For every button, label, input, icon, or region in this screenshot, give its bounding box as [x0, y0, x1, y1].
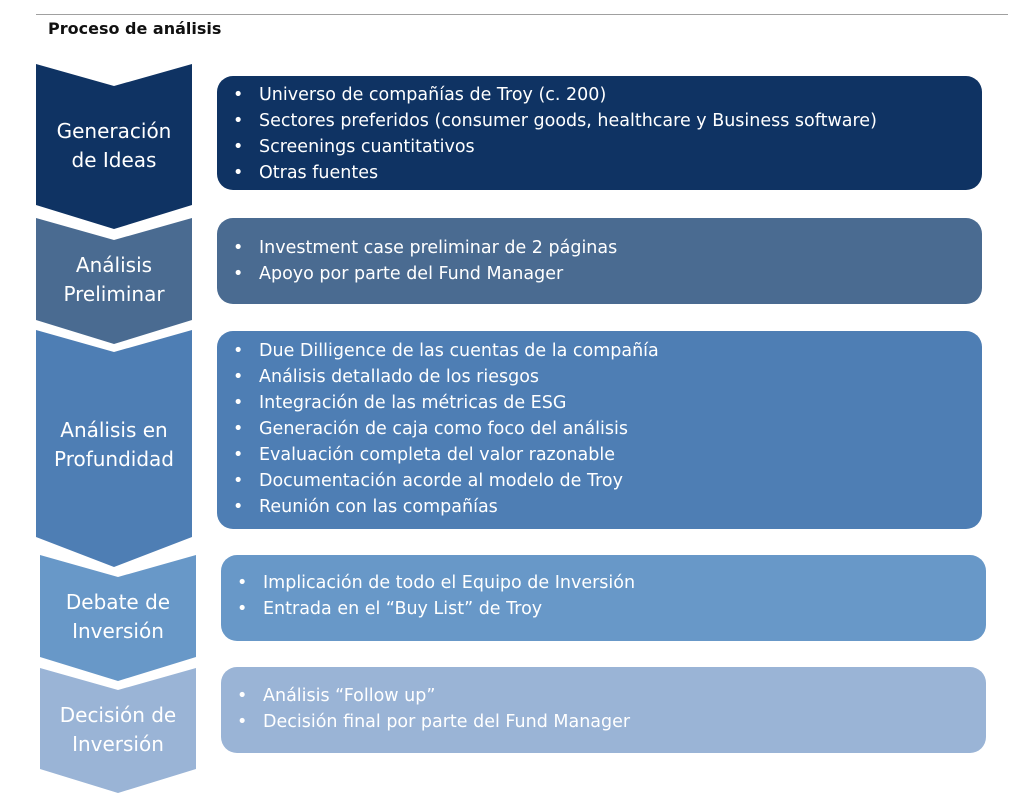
- stage-arrow-decision-inversion: [40, 668, 196, 793]
- bullet-text: Universo de compañías de Troy (c. 200): [259, 85, 607, 105]
- bullet-text: Apoyo por parte del Fund Manager: [259, 264, 564, 284]
- bullet-text: Due Dilligence de las cuentas de la comp…: [259, 341, 659, 361]
- bullet-item: • Entrada en el “Buy List” de Troy: [237, 596, 986, 622]
- bullet-item: • Otras fuentes: [233, 160, 982, 186]
- bullet-item: • Evaluación completa del valor razonable: [233, 442, 982, 468]
- bullet-dot: •: [233, 393, 244, 413]
- bullet-list: • Due Dilligence de las cuentas de la com…: [233, 338, 982, 520]
- bullet-text: Screenings cuantitativos: [259, 137, 475, 157]
- bullet-dot: •: [233, 163, 244, 183]
- stage-arrow-analisis-preliminar: [36, 218, 192, 344]
- bullet-item: • Sectores preferidos (consumer goods, he…: [233, 108, 982, 134]
- bullet-text: Documentación acorde al modelo de Troy: [259, 471, 623, 491]
- bullet-dot: •: [237, 599, 248, 619]
- stage-box-generacion-ideas: •Universo de compañías de Troy (c. 200)•…: [217, 76, 982, 190]
- bullet-dot: •: [233, 238, 244, 258]
- bullet-item: • Universo de compañías de Troy (c. 200): [233, 82, 982, 108]
- bullet-item: • Apoyo por parte del Fund Manager: [233, 261, 982, 287]
- bullet-text: Análisis “Follow up”: [263, 686, 436, 706]
- bullet-dot: •: [233, 341, 244, 361]
- bullet-dot: •: [233, 367, 244, 387]
- bullet-text: Generación de caja como foco del análisi…: [259, 419, 628, 439]
- bullet-dot: •: [237, 686, 248, 706]
- stage-arrow-analisis-profundidad: [36, 330, 192, 567]
- bullet-text: Sectores preferidos (consumer goods, hea…: [259, 111, 877, 131]
- bullet-text: Evaluación completa del valor razonable: [259, 445, 615, 465]
- stage-label-analisis-profundidad: Análisis en Profundidad: [53, 417, 175, 471]
- bullet-item: • Generación de caja como foco del anális…: [233, 416, 982, 442]
- bullet-text: Investment case preliminar de 2 páginas: [259, 238, 618, 258]
- bullet-list: • Investment case preliminar de 2 páginas…: [233, 235, 982, 287]
- bullet-dot: •: [237, 573, 248, 593]
- bullet-item: • Decisión final por parte del Fund Manag…: [237, 709, 986, 735]
- stage-label-analisis-preliminar: Análisis Preliminar: [63, 253, 165, 306]
- stage-label-decision-inversion: Decisión de Inversión: [59, 702, 177, 756]
- bullet-text: Entrada en el “Buy List” de Troy: [263, 599, 543, 619]
- bullet-list: • Implicación de todo el Equipo de Invers…: [237, 570, 986, 622]
- stage-label-debate-inversion: Debate de Inversión: [65, 590, 171, 643]
- stage-box-decision-inversion: • Análisis “Follow up” • Decisión final por…: [221, 667, 986, 753]
- stage-box-analisis-preliminar: • Investment case preliminar de 2 páginas…: [217, 218, 982, 304]
- bullet-item: • Investment case preliminar de 2 páginas: [233, 235, 982, 261]
- bullet-text: Implicación de todo el Equipo de Inversi…: [263, 573, 636, 593]
- bullet-dot: •: [233, 111, 244, 131]
- bullet-dot: •: [233, 419, 244, 439]
- bullet-dot: •: [237, 712, 248, 732]
- bullet-list: • Análisis “Follow up” • Decisión final por…: [237, 683, 986, 735]
- stage-arrow-generacion-ideas: [36, 64, 192, 229]
- bullet-text: Análisis detallado de los riesgos: [259, 367, 540, 387]
- page-title: Proceso de análisis: [48, 19, 222, 38]
- bullet-item: • Integración de las métricas de ESG: [233, 390, 982, 416]
- bullet-dot: •: [233, 497, 244, 517]
- stage-box-debate-inversion: • Implicación de todo el Equipo de Invers…: [221, 555, 986, 641]
- bullet-text: Otras fuentes: [259, 163, 379, 183]
- top-divider: [36, 14, 1008, 15]
- bullet-item: • Documentación acorde al modelo de Troy: [233, 468, 982, 494]
- stage-label-generacion-ideas: Generación de Ideas: [56, 118, 172, 172]
- bullet-text: Decisión final por parte del Fund Manage…: [263, 712, 631, 732]
- bullet-item: • Reunión con las compañías: [233, 494, 982, 520]
- bullet-item: • Análisis “Follow up”: [237, 683, 986, 709]
- bullet-dot: •: [233, 85, 244, 105]
- bullet-item: • Due Dilligence de las cuentas de la com…: [233, 338, 982, 364]
- bullet-dot: •: [233, 445, 244, 465]
- bullet-text: Reunión con las compañías: [259, 497, 498, 517]
- bullet-list: •Universo de compañías de Troy (c. 200)•…: [233, 82, 982, 186]
- stage-box-analisis-profundidad: • Due Dilligence de las cuentas de la com…: [217, 331, 982, 529]
- bullet-dot: •: [233, 264, 244, 284]
- bullet-item: • Implicación de todo el Equipo de Invers…: [237, 570, 986, 596]
- bullet-text: Integración de las métricas de ESG: [259, 393, 567, 413]
- bullet-item: • Screenings cuantitativos: [233, 134, 982, 160]
- bullet-dot: •: [233, 471, 244, 491]
- bullet-dot: •: [233, 137, 244, 157]
- stage-arrow-debate-inversion: [40, 555, 196, 681]
- bullet-item: • Análisis detallado de los riesgos: [233, 364, 982, 390]
